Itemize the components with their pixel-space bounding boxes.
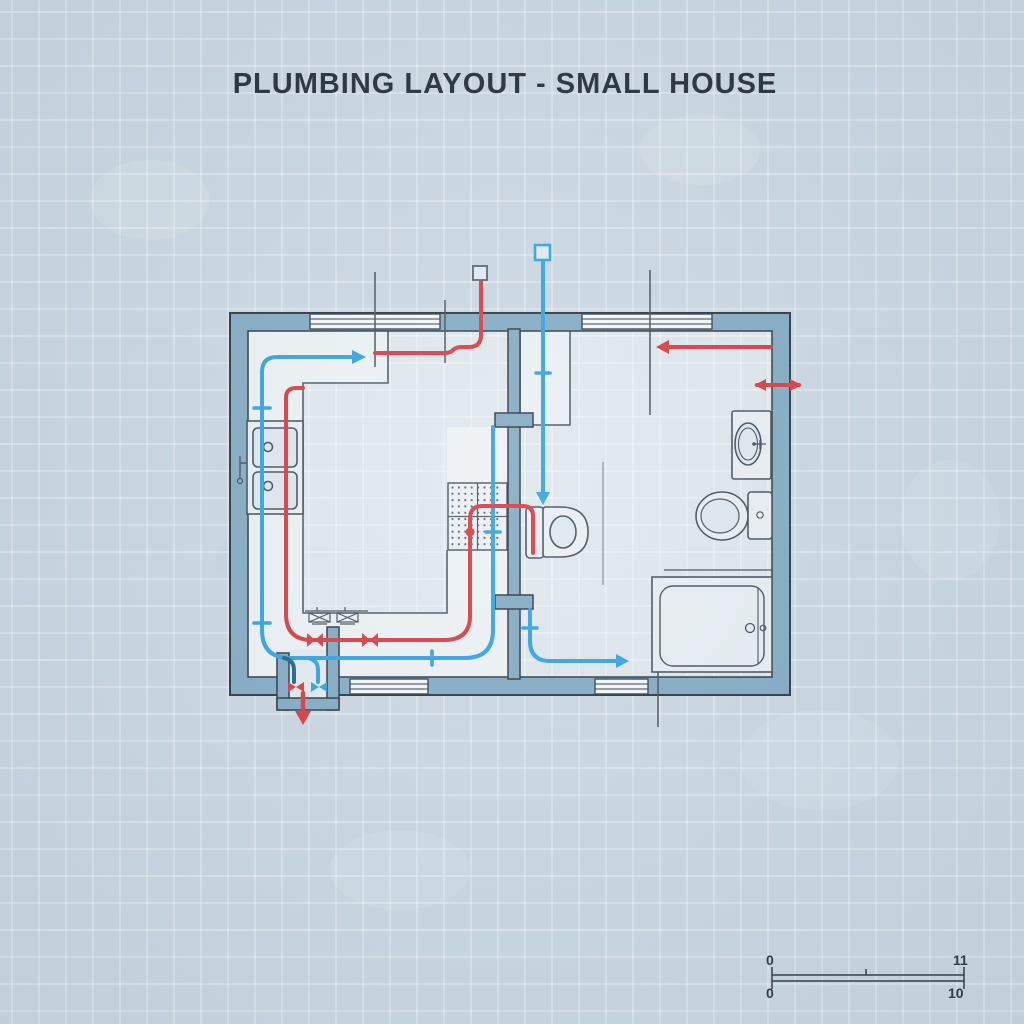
hose-bib-symbol xyxy=(305,607,368,625)
window-bottom-left xyxy=(349,678,429,695)
shower-drain-grate xyxy=(447,482,508,551)
cold-flow-arrow-bath xyxy=(616,654,629,668)
service-branch-pipe xyxy=(282,656,296,684)
walls xyxy=(229,312,791,696)
toilet-right-bathroom xyxy=(695,491,773,541)
scale-label-top-start: 0 xyxy=(766,952,774,968)
hot-vent-stack-icon xyxy=(472,265,488,281)
shutoff-valve-cold xyxy=(311,682,327,692)
shutoff-valve-hot xyxy=(288,682,296,692)
page-title: PLUMBING LAYOUT - SMALL HOUSE xyxy=(232,68,778,100)
window-bottom-right xyxy=(594,678,649,695)
cold-flow-arrow-kitchen xyxy=(352,350,366,364)
main-drain-arrow-down xyxy=(295,711,311,725)
double-arrow-left-head xyxy=(754,379,766,391)
fixtures xyxy=(236,410,773,673)
cold-flow-arrow-toilet xyxy=(536,492,550,505)
scale-label-bottom-end: 10 xyxy=(948,985,964,1001)
windows xyxy=(309,313,713,695)
double-arrow-right-head xyxy=(790,379,802,391)
cold-water-pipes xyxy=(252,258,618,684)
toilet-middle-bathroom xyxy=(525,506,589,559)
kitchen-double-sink xyxy=(236,420,304,515)
hot-flow-arrow-right-room xyxy=(656,340,669,354)
hot-valve-dot xyxy=(465,527,475,537)
scale-bar xyxy=(771,967,965,989)
bathtub xyxy=(651,569,773,673)
scale-label-top-end: 11 xyxy=(953,952,968,968)
cold-flow-arrows xyxy=(352,350,629,668)
cold-vent-stack-icon xyxy=(533,243,552,262)
scale-label-bottom-start: 0 xyxy=(766,985,774,1001)
hot-flow-arrows-and-valves xyxy=(288,340,802,725)
vanity-sink xyxy=(731,410,772,480)
window-top-right xyxy=(581,313,713,330)
hot-valve-1 xyxy=(307,633,315,647)
hot-valve-2 xyxy=(362,633,370,647)
